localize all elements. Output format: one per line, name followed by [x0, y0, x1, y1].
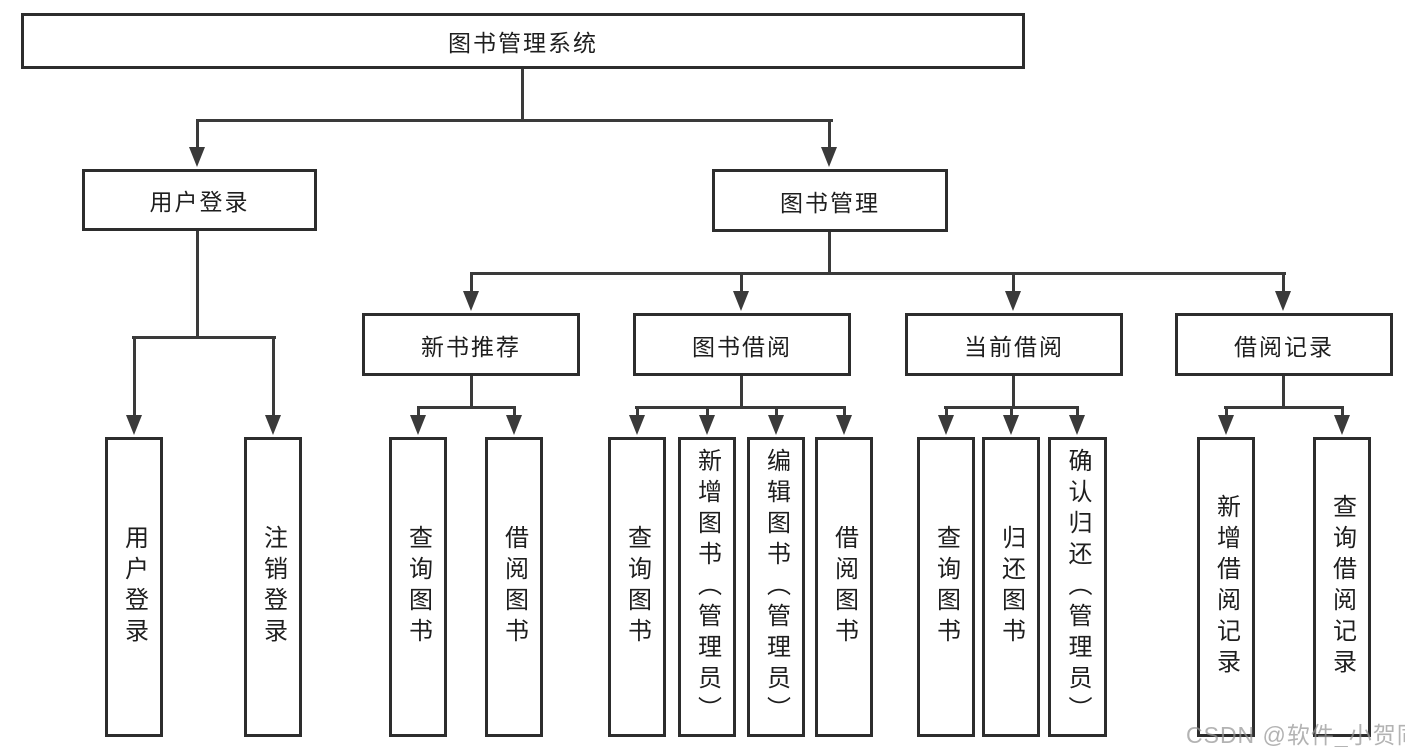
- connector-recommend-drop: [470, 376, 473, 409]
- node-new-book-recommend: 新书推荐: [362, 313, 580, 376]
- connector-userlogin-shaft: [196, 119, 199, 150]
- connector-leaf-shaft: [775, 406, 778, 418]
- connector-records-drop: [1282, 376, 1285, 409]
- arrowhead-down-icon: [410, 415, 426, 435]
- connector-userlogin-hline: [132, 336, 276, 339]
- connector-leaf-shaft: [133, 336, 136, 418]
- node-current-borrowing: 当前借阅: [905, 313, 1123, 376]
- connector-leaf-shaft: [636, 406, 639, 418]
- leaf-query-books-recommend: 查询图书: [389, 437, 447, 737]
- connector-records-hline: [1224, 406, 1344, 409]
- connector-borrowing-drop: [740, 376, 743, 409]
- arrowhead-down-icon: [1275, 291, 1291, 311]
- leaf-add-borrow-record: 新增借阅记录: [1197, 437, 1255, 737]
- connector-bookmgmt-shaft: [828, 119, 831, 150]
- connector-leaf-shaft: [470, 272, 473, 294]
- connector-userlogin-drop: [196, 231, 199, 338]
- connector-leaf-shaft: [1282, 272, 1285, 294]
- connector-leaf-shaft: [1010, 406, 1013, 418]
- leaf-query-books-borrow: 查询图书: [608, 437, 666, 737]
- arrowhead-down-icon: [1005, 291, 1021, 311]
- leaf-logout: 注销登录: [244, 437, 302, 737]
- csdn-watermark: CSDN @软件_小贺同学: [1186, 722, 1405, 747]
- leaf-return-books: 归还图书: [982, 437, 1040, 737]
- arrowhead-down-icon: [265, 415, 281, 435]
- node-library-management-system: 图书管理系统: [21, 13, 1025, 69]
- leaf-borrow-books-recommend: 借阅图书: [485, 437, 543, 737]
- node-borrowing-records: 借阅记录: [1175, 313, 1393, 376]
- arrowhead-down-icon: [938, 415, 954, 435]
- connector-leaf-shaft: [272, 336, 275, 418]
- connector-leaf-shaft: [1012, 272, 1015, 294]
- connector-leaf-shaft: [513, 406, 516, 418]
- connector-leaf-shaft: [706, 406, 709, 418]
- arrowhead-down-icon: [126, 415, 142, 435]
- leaf-edit-book-admin: 编辑图书（管理员）: [747, 437, 805, 737]
- arrowhead-down-icon: [1003, 415, 1019, 435]
- connector-leaf-shaft: [1076, 406, 1079, 418]
- arrowhead-down-icon: [1334, 415, 1350, 435]
- node-user-login: 用户登录: [82, 169, 317, 231]
- arrowhead-down-icon: [463, 291, 479, 311]
- connector-leaf-shaft: [1341, 406, 1344, 418]
- connector-current-drop: [1012, 376, 1015, 409]
- leaf-borrow-books: 借阅图书: [815, 437, 873, 737]
- leaf-query-books-current: 查询图书: [917, 437, 975, 737]
- connector-root-drop: [521, 69, 524, 120]
- leaf-user-login: 用户登录: [105, 437, 163, 737]
- connector-bookmgmt-drop: [828, 232, 831, 275]
- connector-leaf-shaft: [843, 406, 846, 418]
- arrowhead-down-icon: [821, 147, 837, 167]
- connector-borrowing-hline: [635, 406, 846, 409]
- arrowhead-down-icon: [1069, 415, 1085, 435]
- leaf-query-borrow-record: 查询借阅记录: [1313, 437, 1371, 737]
- arrowhead-down-icon: [733, 291, 749, 311]
- arrowhead-down-icon: [629, 415, 645, 435]
- node-book-management: 图书管理: [712, 169, 948, 232]
- arrowhead-down-icon: [189, 147, 205, 167]
- leaf-add-book-admin: 新增图书（管理员）: [678, 437, 736, 737]
- arrowhead-down-icon: [1218, 415, 1234, 435]
- arrowhead-down-icon: [768, 415, 784, 435]
- connector-leaf-shaft: [417, 406, 420, 418]
- connector-recommend-hline: [417, 406, 516, 409]
- connector-leaf-shaft: [740, 272, 743, 294]
- arrowhead-down-icon: [836, 415, 852, 435]
- node-book-borrowing: 图书借阅: [633, 313, 851, 376]
- arrowhead-down-icon: [506, 415, 522, 435]
- connector-leaf-shaft: [1225, 406, 1228, 418]
- connector-level3-hline: [470, 272, 1286, 275]
- connector-level2-hline: [196, 119, 833, 122]
- leaf-confirm-return-admin: 确认归还（管理员）: [1048, 437, 1107, 737]
- connector-leaf-shaft: [945, 406, 948, 418]
- arrowhead-down-icon: [699, 415, 715, 435]
